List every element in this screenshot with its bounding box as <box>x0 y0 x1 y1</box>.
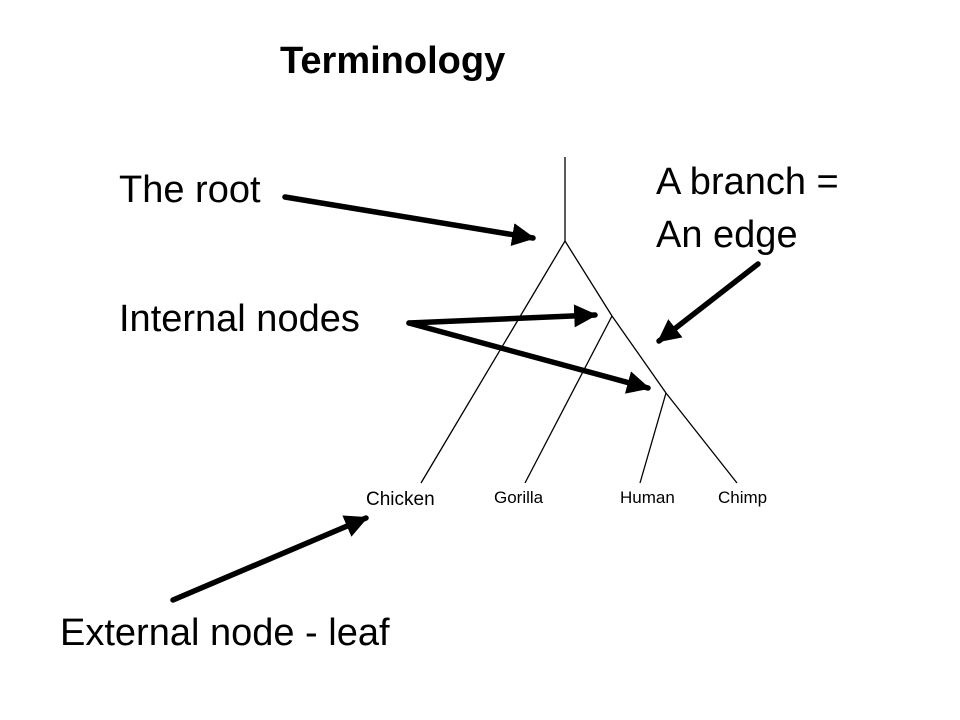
leaf-label-chimp: Chimp <box>718 488 768 507</box>
edge-internal-node-1-to-internal-node-2 <box>611 315 667 394</box>
edge-internal-node-2-to-human <box>639 392 667 484</box>
branch-label-line-2: An edge <box>656 214 798 256</box>
arrow-to-branch <box>656 261 761 344</box>
arrow-to-root <box>282 194 536 247</box>
arrow-to-internal-node-1 <box>406 304 598 328</box>
internal-nodes-label: Internal nodes <box>119 298 360 340</box>
edge-root-to-chicken <box>420 240 566 484</box>
edge-root-to-internal-node-1 <box>564 240 613 317</box>
leaf-label-chicken: Chicken <box>366 489 435 510</box>
diagram-title: Terminology <box>280 40 506 82</box>
tree-edges <box>420 157 738 484</box>
root-label: The root <box>119 169 261 211</box>
arrow-to-internal-node-2 <box>406 320 651 394</box>
annotation-arrows <box>170 194 761 603</box>
arrow-to-leaf <box>170 515 369 603</box>
leaf-label-human: Human <box>620 488 675 507</box>
branch-label-line-1: A branch = <box>656 161 839 203</box>
external-node-label: External node - leaf <box>60 612 390 654</box>
edge-internal-node-1-to-gorilla <box>524 315 613 484</box>
leaf-label-gorilla: Gorilla <box>494 488 544 507</box>
edge-internal-node-2-to-chimp <box>665 392 738 484</box>
